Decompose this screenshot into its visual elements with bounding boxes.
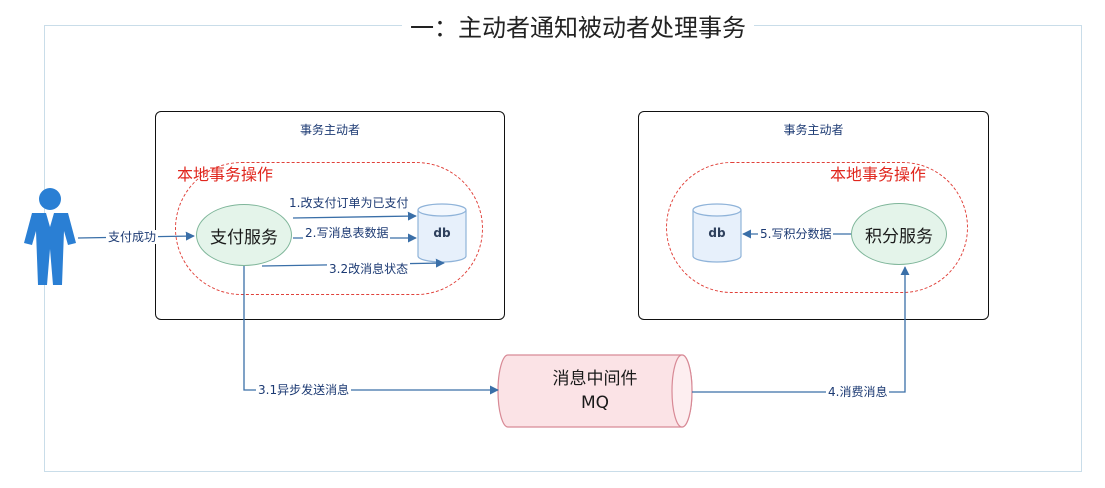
message-queue-node: 消息中间件 MQ bbox=[500, 355, 690, 427]
edge-label-payment-success: 支付成功 bbox=[106, 230, 159, 244]
edge-label-step2: 2.写消息表数据 bbox=[303, 226, 391, 240]
edge-step4 bbox=[692, 266, 910, 393]
local-transaction-label: 本地事务操作 bbox=[177, 165, 274, 184]
diagram-title: 一：主动者通知被动者处理事务 bbox=[402, 8, 754, 43]
database-label: db bbox=[433, 226, 451, 240]
mq-name: 消息中间件 bbox=[552, 369, 638, 389]
edge-label-step1: 1.改支付订单为已支付 bbox=[287, 196, 411, 210]
person-icon bbox=[24, 188, 76, 285]
local-transaction-boundary bbox=[666, 162, 968, 293]
edge-label-step3-2: 3.2改消息状态 bbox=[327, 262, 411, 276]
payment-transaction-box: 事务主动者 bbox=[155, 111, 505, 320]
mq-abbrev: MQ bbox=[580, 393, 610, 413]
edge-label-step5: 5.写积分数据 bbox=[758, 227, 834, 241]
edge-step3-1 bbox=[243, 266, 499, 395]
points-transaction-box: 事务主动者 bbox=[638, 111, 989, 320]
local-transaction-label: 本地事务操作 bbox=[830, 165, 927, 184]
box-title: 事务主动者 bbox=[783, 123, 844, 137]
database-icon bbox=[417, 203, 467, 263]
message-queue-icon bbox=[497, 354, 693, 428]
database-label: db bbox=[708, 226, 726, 240]
edge-step1 bbox=[292, 211, 417, 221]
edge-label-step3-1: 3.1异步发送消息 bbox=[256, 383, 352, 397]
database-icon bbox=[692, 203, 742, 263]
payment-service-node: 支付服务 bbox=[196, 204, 292, 266]
points-service-node: 积分服务 bbox=[851, 203, 947, 265]
box-title: 事务主动者 bbox=[299, 123, 360, 137]
local-transaction-boundary bbox=[175, 162, 483, 295]
edge-label-step4: 4.消费消息 bbox=[826, 385, 890, 399]
